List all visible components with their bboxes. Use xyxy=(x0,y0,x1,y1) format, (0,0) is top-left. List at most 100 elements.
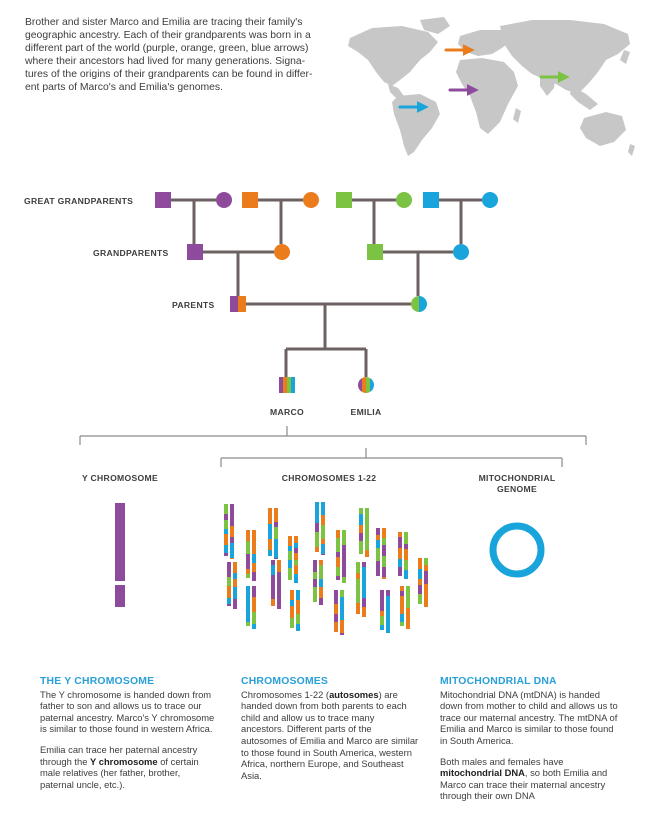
y-chromosome-paragraph-2: Emilia can trace her paternal ancestry t… xyxy=(40,743,199,790)
grandfather-maternal xyxy=(367,244,383,260)
autosome-chromatid xyxy=(418,558,422,604)
autosome-chromatid xyxy=(246,530,250,578)
autosome-chromatid xyxy=(315,502,319,552)
autosome-chromatid xyxy=(400,586,404,626)
autosome-chromatid xyxy=(334,590,338,632)
autosome-chromatid xyxy=(230,504,234,559)
autosome-chromatid xyxy=(404,532,408,579)
y-chromosome-section: THE Y CHROMOSOME The Y chromosome is han… xyxy=(40,676,216,799)
chromosomes-paragraph-1: Chromosomes 1-22 (autosomes) are handed … xyxy=(241,688,419,781)
mitochondrial-paragraph-2: Both males and females have mitochondria… xyxy=(440,755,608,802)
autosome-chromatid xyxy=(424,558,428,607)
autosome-chromatid xyxy=(362,562,366,617)
mitochondrial-paragraph-1: Mitochondrial DNA (mtDNA) is handed down… xyxy=(440,688,618,746)
intro-line: tures of the origins of their grandparen… xyxy=(25,69,313,80)
great-grandmother-purple xyxy=(216,192,232,208)
map-greenland xyxy=(420,17,450,34)
world-map xyxy=(348,17,635,156)
origin-arrows xyxy=(398,44,570,113)
label-genome: GENOME xyxy=(497,484,537,494)
autosome-chromatid xyxy=(271,560,275,606)
grandfather-paternal xyxy=(187,244,203,260)
autosome-chromatid xyxy=(356,562,360,614)
label-emilia: EMILIA xyxy=(351,407,382,417)
chromosomes-heading: CHROMOSOMES xyxy=(241,676,329,687)
emilia-symbol xyxy=(358,377,374,393)
autosome-chromatid xyxy=(380,590,384,630)
great-grandmother-blue xyxy=(482,192,498,208)
autosome-chromatid xyxy=(336,530,340,580)
chromosomes-section: CHROMOSOMES Chromosomes 1-22 (autosomes)… xyxy=(241,676,419,790)
autosome-chromatid xyxy=(296,590,300,631)
label-parents: PARENTS xyxy=(172,300,215,310)
intro-line: ent parts of Marco's and Emilia's genome… xyxy=(25,82,224,93)
autosome-chromatid xyxy=(342,530,346,583)
map-africa xyxy=(456,58,518,134)
great-grandfather-purple xyxy=(155,192,171,208)
map-madagascar xyxy=(513,108,521,123)
autosome-chromatid xyxy=(233,562,237,609)
mitochondrial-genome xyxy=(489,522,545,578)
map-north-america xyxy=(348,26,438,86)
map-india xyxy=(540,74,556,96)
map-asia xyxy=(500,20,630,94)
autosome-chromatid xyxy=(246,586,250,626)
autosome-chromatid xyxy=(294,536,298,583)
autosome-chromatid xyxy=(274,508,278,559)
y-chromosome-paragraph-1: The Y chromosome is handed down from fat… xyxy=(40,688,215,735)
marco-symbol xyxy=(279,377,295,393)
autosome-chromatid xyxy=(268,508,272,556)
label-chromosomes-1-22: CHROMOSOMES 1-22 xyxy=(282,473,377,483)
label-grandparents: GRANDPARENTS xyxy=(93,248,169,258)
y-chromosome-heading: THE Y CHROMOSOME xyxy=(40,676,155,687)
label-great-grandparents: GREAT GRANDPARENTS xyxy=(24,196,133,206)
grandmother-paternal xyxy=(274,244,290,260)
autosome-chromatid xyxy=(382,528,386,579)
autosome-chromatid xyxy=(386,590,390,633)
autosome-chromatid xyxy=(224,504,228,556)
map-japan xyxy=(620,50,630,64)
autosome-chromatid xyxy=(340,590,344,635)
autosome-chromatid xyxy=(376,528,380,576)
map-new-zealand xyxy=(628,144,635,156)
intro-line: where their ancestors had lived for many… xyxy=(25,56,306,67)
great-grandfather-green xyxy=(336,192,352,208)
autosome-chromatid xyxy=(313,560,317,602)
label-y-chromosome: Y CHROMOSOME xyxy=(82,473,158,483)
autosome-chromatid xyxy=(319,560,323,605)
autosome-chromatid xyxy=(288,536,292,580)
great-grandfather-blue xyxy=(423,192,439,208)
intro-line: geographic ancestry. Each of their grand… xyxy=(25,30,311,41)
great-grandfather-orange xyxy=(242,192,258,208)
autosome-chromatid xyxy=(359,508,363,554)
autosome-chromatid xyxy=(252,530,256,581)
autosome-chromatid xyxy=(321,502,325,555)
autosome-chromatid xyxy=(406,586,410,629)
autosome-chromatid xyxy=(365,508,369,557)
father xyxy=(230,296,246,312)
mitochondrial-section: MITOCHONDRIAL DNA Mitochondrial DNA (mtD… xyxy=(440,676,618,811)
label-marco: MARCO xyxy=(270,407,304,417)
map-australia xyxy=(580,112,626,146)
mother xyxy=(411,296,427,312)
y-chromosome xyxy=(115,503,125,607)
autosomes xyxy=(224,502,428,635)
intro-line: different part of the world (purple, ora… xyxy=(25,43,309,54)
great-grandmother-green xyxy=(396,192,412,208)
autosome-chromatid xyxy=(290,590,294,628)
map-south-america xyxy=(392,94,440,156)
mitochondrial-heading: MITOCHONDRIAL DNA xyxy=(440,676,557,687)
autosome-chromatid xyxy=(252,586,256,629)
intro-line: Brother and sister Marco and Emilia are … xyxy=(25,17,303,28)
tree-connectors xyxy=(171,198,482,377)
autosome-chromatid xyxy=(227,562,231,606)
map-southeast-asia xyxy=(570,86,598,110)
autosome-chromatid xyxy=(277,560,281,609)
autosome-chromatid xyxy=(398,532,402,576)
genome-brackets xyxy=(79,426,587,467)
intro-text: Brother and sister Marco and Emilia are … xyxy=(25,16,325,94)
map-central-america xyxy=(388,84,404,98)
grandmother-maternal xyxy=(453,244,469,260)
great-grandmother-orange xyxy=(303,192,319,208)
